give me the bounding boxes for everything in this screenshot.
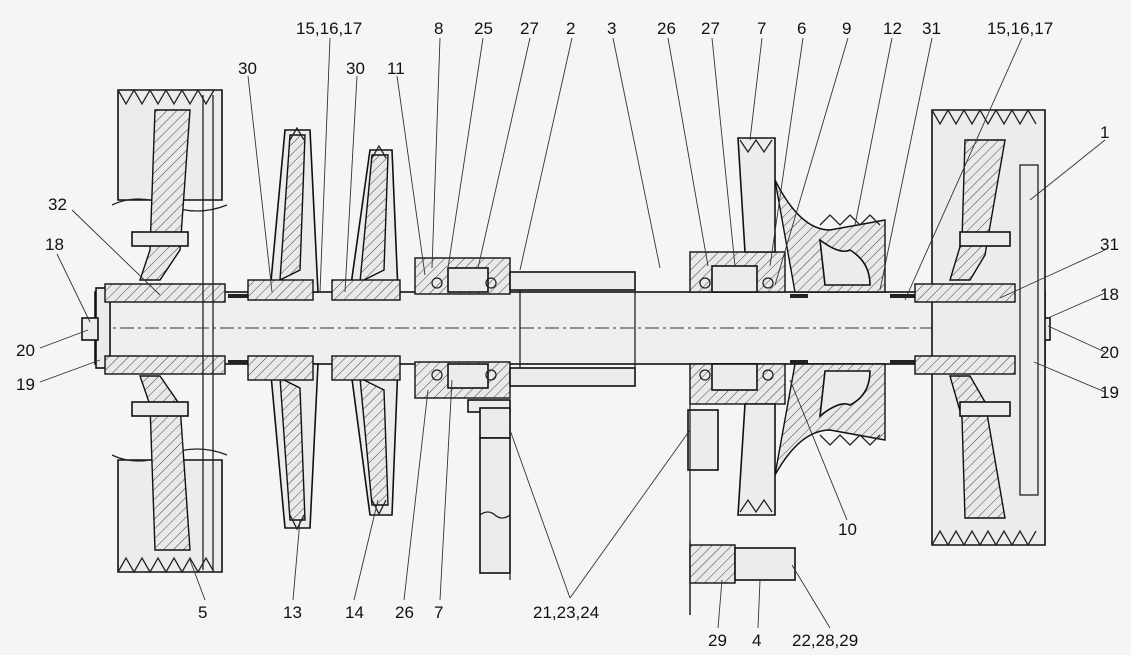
pulley-12 xyxy=(774,179,886,476)
callout-7-bottom: 7 xyxy=(434,603,443,622)
callout-11: 11 xyxy=(387,59,405,78)
callout-30-right: 30 xyxy=(346,59,365,78)
callout-13: 13 xyxy=(283,603,302,622)
callout-31-top: 31 xyxy=(922,19,941,38)
left-large-pulley xyxy=(104,88,228,574)
main-shaft xyxy=(81,287,1051,369)
callout-27-right: 27 xyxy=(701,19,720,38)
callout-10: 10 xyxy=(838,520,857,539)
right-bearing-housing xyxy=(687,251,786,615)
callout-1: 1 xyxy=(1100,123,1109,142)
callout-25: 25 xyxy=(474,19,493,38)
callout-20-right: 20 xyxy=(1100,343,1119,362)
pulley-13 xyxy=(247,126,319,531)
pulley-14 xyxy=(331,144,401,516)
callout-20-left: 20 xyxy=(16,341,35,360)
left-bearing-housing xyxy=(414,257,511,580)
callout-4: 4 xyxy=(752,631,761,650)
callout-6: 6 xyxy=(797,19,806,38)
callout-14: 14 xyxy=(345,603,364,622)
callout-2: 2 xyxy=(566,19,575,38)
callout-26-top: 26 xyxy=(657,19,676,38)
pulley-7 xyxy=(737,137,776,516)
callout-27-left: 27 xyxy=(520,19,539,38)
central-tube xyxy=(509,271,636,387)
callout-21-23-24: 21,23,24 xyxy=(533,603,599,622)
callout-31-right: 31 xyxy=(1100,235,1119,254)
callout-19-right: 19 xyxy=(1100,383,1119,402)
callout-26-bottom: 26 xyxy=(395,603,414,622)
callout-32: 32 xyxy=(48,195,67,214)
callout-22-28-29: 22,28,29 xyxy=(792,631,858,650)
callout-3: 3 xyxy=(607,19,616,38)
callout-9: 9 xyxy=(842,19,851,38)
callout-18-left: 18 xyxy=(45,235,64,254)
callout-5: 5 xyxy=(198,603,207,622)
callout-15-16-17-right: 15,16,17 xyxy=(987,19,1053,38)
callout-15-16-17-left: 15,16,17 xyxy=(296,19,362,38)
callout-labels: 15,16,17 8 25 27 2 3 26 27 7 6 9 12 31 1… xyxy=(16,19,1119,650)
callout-18-right: 18 xyxy=(1100,285,1119,304)
callout-29-bottom: 29 xyxy=(708,631,727,650)
leader-lines xyxy=(39,37,1106,629)
callout-19-left: 19 xyxy=(16,375,35,394)
right-large-pulley xyxy=(914,108,1046,547)
callout-30-left: 30 xyxy=(238,59,257,78)
callout-7-top: 7 xyxy=(757,19,766,38)
callout-12: 12 xyxy=(883,19,902,38)
bolt-assembly-4 xyxy=(689,540,796,615)
callout-8: 8 xyxy=(434,19,443,38)
